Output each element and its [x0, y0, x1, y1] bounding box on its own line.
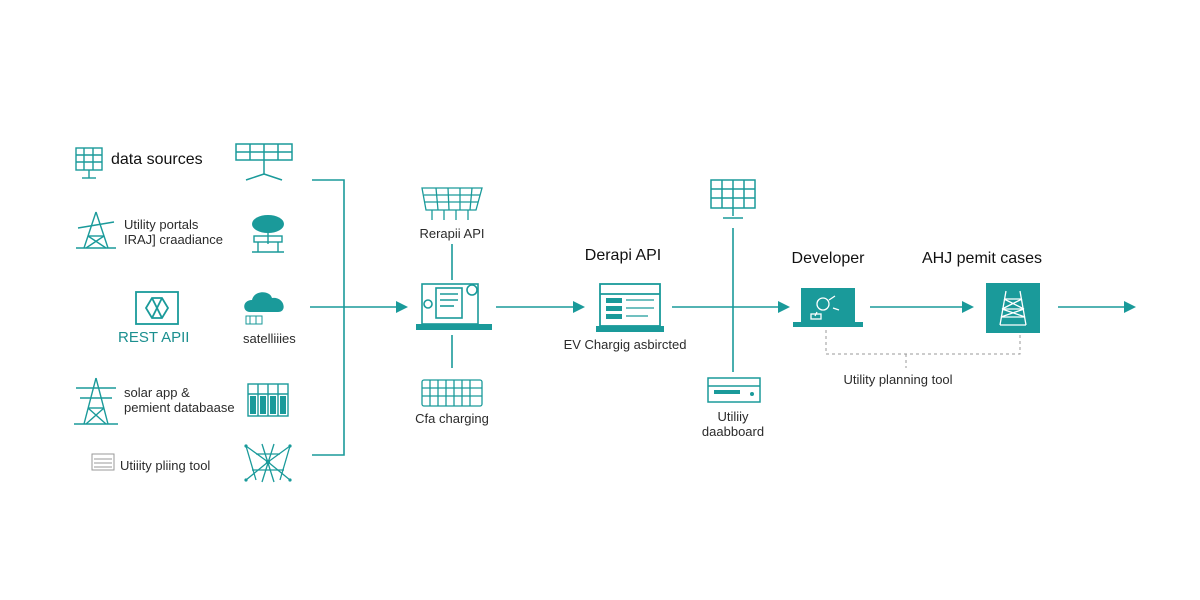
keyboard-icon — [421, 379, 483, 407]
solar-app-line1: solar app & — [124, 385, 190, 400]
data-sources-title: data sources — [111, 151, 203, 168]
stamp-icon — [91, 453, 115, 471]
utility-portals-line1: Utility portals — [124, 217, 199, 232]
laptop-icon — [596, 283, 664, 332]
cloud-icon — [244, 292, 284, 325]
solar-panel-icon — [421, 187, 483, 220]
utility-tool-label: Utiiity pliing tool — [120, 458, 211, 473]
solar-panel-stand-icon — [235, 143, 293, 181]
stage4-bottom-line1: Utiliiy — [717, 409, 749, 424]
stage3-caption: EV Chargig asbircted — [563, 337, 687, 352]
stage3-title: Derapi API — [584, 247, 662, 264]
stage6-title: AHJ pemit cases — [921, 250, 1043, 267]
api-box-icon — [135, 291, 179, 325]
battery-bank-icon — [247, 383, 289, 417]
network-mesh-icon — [244, 443, 292, 483]
tower-icon — [76, 211, 116, 249]
stage2-top-label: Rerapii API — [419, 226, 485, 241]
stage5-title: Developer — [791, 250, 865, 267]
permit-document-icon — [986, 283, 1040, 333]
tree-icon — [252, 215, 284, 253]
rest-api-label: REST APII — [118, 329, 190, 346]
stage4-bottom-line2: daabboard — [701, 424, 765, 439]
transmission-tower-icon — [74, 377, 118, 425]
monitor-icon — [416, 283, 492, 330]
solar-panel-top-icon — [710, 179, 756, 219]
satellites-label: satelliiies — [243, 331, 296, 346]
solar-grid-icon — [75, 147, 103, 179]
dashed-bracket — [825, 330, 1021, 368]
footer-label: Utility planning tool — [843, 372, 953, 387]
developer-laptop-icon — [793, 288, 863, 327]
stage2-bottom-label: Cfa charging — [415, 411, 489, 426]
source-bracket — [312, 179, 345, 456]
solar-app-line2: pemient databaase — [124, 400, 235, 415]
utility-portals-line2: IRAJ] craadiance — [124, 232, 223, 247]
server-icon — [707, 377, 761, 403]
